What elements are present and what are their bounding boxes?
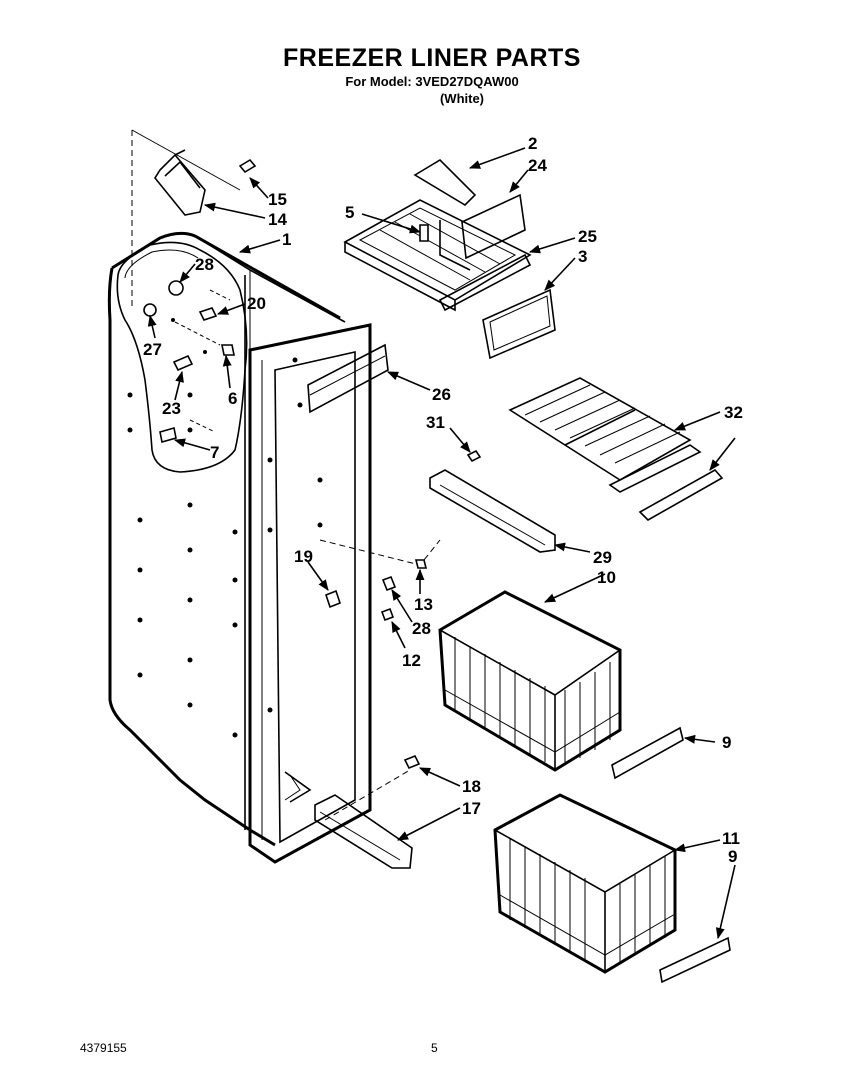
basket-upper: [438, 590, 684, 780]
page-title: FREEZER LINER PARTS: [283, 44, 581, 72]
callout-label: 7: [210, 443, 219, 462]
leader-lines: [147, 147, 736, 940]
callout-label: 23: [162, 399, 181, 418]
callout-label: 2: [528, 134, 537, 153]
callout-label: 14: [268, 210, 287, 229]
freezer-liner: [107, 129, 441, 864]
callout-label: 28: [195, 255, 214, 274]
callout-label: 28: [412, 619, 431, 638]
wire-shelf: [508, 377, 724, 521]
page-number: 5: [431, 1041, 438, 1055]
callout-label: 27: [143, 340, 162, 359]
document-number: 4379155: [80, 1041, 127, 1055]
callout-label: 12: [402, 651, 421, 670]
callout-label: 13: [414, 595, 433, 614]
callout-label: 6: [228, 389, 237, 408]
model-number: For Model: 3VED27DQAW00: [345, 74, 519, 89]
callout-label: 17: [462, 799, 481, 818]
callout-label: 26: [432, 385, 451, 404]
callout-label: 11: [722, 829, 740, 848]
callout-label: 31: [426, 413, 445, 432]
basket-lower: [493, 793, 731, 984]
callout-label: 15: [268, 190, 287, 209]
callout-label: 25: [578, 227, 597, 246]
callout-labels: 2 24 25 3 5 15 14 1 28 20 27 6 23 7 26 3…: [143, 134, 743, 866]
callout-label: 18: [462, 777, 481, 796]
pan: [307, 343, 389, 414]
control-parts: [143, 280, 235, 444]
shelf-rail: [429, 449, 556, 553]
callout-label: 29: [593, 548, 612, 567]
top-shelf-assembly: [343, 158, 556, 360]
callout-label: 10: [597, 568, 616, 587]
callout-label: 19: [294, 547, 313, 566]
callout-label: 3: [578, 247, 587, 266]
callout-label: 5: [345, 203, 354, 222]
callout-label: 1: [282, 230, 291, 249]
callout-label: 20: [247, 294, 266, 313]
callout-label: 9: [722, 733, 731, 752]
model-color: (White): [439, 91, 485, 106]
callout-label: 24: [528, 156, 547, 175]
callout-label: 9: [728, 847, 737, 866]
small-clips: [325, 559, 428, 622]
callout-label: 32: [724, 403, 743, 422]
top-bracket: [154, 149, 257, 216]
bottom-trim: [314, 754, 421, 869]
